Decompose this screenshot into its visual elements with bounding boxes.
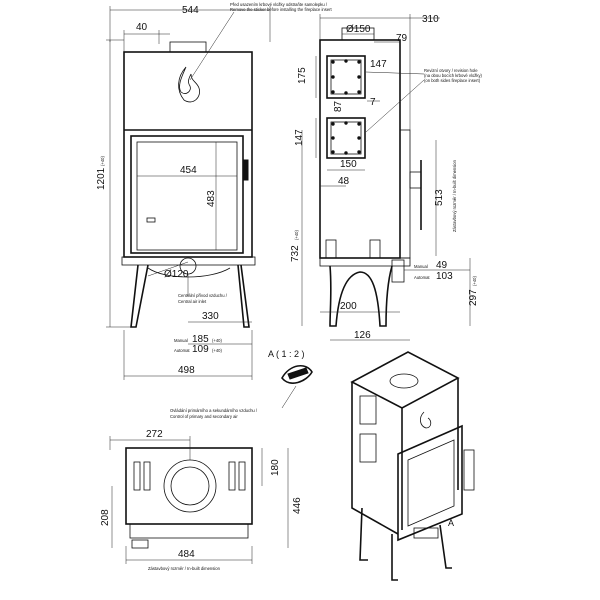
note-sticker-cz: Před usazením krbové vložky odstraňte sa… — [230, 2, 328, 7]
dim-1201: 1201 — [96, 167, 107, 190]
dim-109-tol: (+40) — [212, 348, 222, 353]
dim-103: 103 — [436, 271, 453, 282]
dim-87: 87 — [333, 100, 344, 112]
dim-484: 484 — [178, 549, 195, 560]
dim-185: 185 — [192, 334, 209, 345]
dim-126: 126 — [354, 330, 371, 341]
label-auto: Automat — [174, 348, 190, 353]
dim-208: 208 — [100, 509, 111, 526]
dim-446: 446 — [292, 497, 303, 514]
front-view — [121, 41, 256, 328]
top-view — [125, 447, 253, 549]
side-label-auto: Automat — [414, 275, 430, 280]
dim-544: 544 — [182, 5, 199, 16]
dim-513: 513 — [434, 189, 445, 206]
note-insert-side: Zástavbový rozměr / In-built dimension — [452, 159, 457, 232]
side-dimensions: 310 Ø150 79 175 147 87 7 147 150 48 Revi… — [290, 14, 483, 341]
dim-297-tol: (+40) — [472, 276, 477, 286]
dim-180: 180 — [270, 459, 281, 476]
front-dimensions: 544 40 1201 (+40) 454 483 Ø120 Centrální… — [96, 2, 333, 380]
dim-175: 175 — [297, 67, 308, 84]
dim-297: 297 — [468, 289, 479, 306]
note-control-en: Control of primary and secondary air — [170, 414, 238, 419]
note-revision-2: (na obou bocích krbové vložky) — [424, 73, 483, 78]
dim-454: 454 — [180, 165, 197, 176]
dim-185-tol: (+40) — [212, 338, 222, 343]
isometric-view: A — [350, 351, 475, 581]
dim-272: 272 — [146, 429, 163, 440]
side-view — [319, 27, 422, 327]
dim-147-low: 147 — [294, 129, 305, 146]
note-inlet-cz: Centrální přívod vzduchu / — [178, 293, 228, 298]
dim-7: 7 — [370, 97, 376, 108]
dim-air-inlet-dia: Ø120 — [164, 269, 189, 280]
dim-498: 498 — [178, 365, 195, 376]
air-control-lever-icon — [287, 367, 309, 380]
dim-49: 49 — [436, 260, 448, 271]
dim-147-top: 147 — [370, 59, 387, 70]
note-revision-1: Revizní otvory / revision hole — [424, 68, 478, 73]
note-revision-3: (on both sides fireplace insert) — [424, 78, 481, 83]
dim-150: 150 — [340, 159, 357, 170]
dim-483: 483 — [206, 190, 217, 207]
dim-109: 109 — [192, 344, 209, 355]
dim-1201-tol: (+40) — [100, 156, 105, 166]
side-label-manual: Manual — [414, 264, 428, 269]
dim-732-tol: (+40) — [294, 230, 299, 240]
top-dimensions: 272 180 446 208 484 Zástavbový rozměr / … — [100, 429, 303, 571]
label-manual: Manual — [174, 338, 188, 343]
detail-a: A ( 1 : 2 ) Ovládání primárního a sekund… — [170, 349, 313, 419]
note-control-cz: Ovládání primárního a sekundárního vzduc… — [170, 408, 258, 413]
dim-732: 732 — [290, 245, 301, 262]
dim-200: 200 — [340, 301, 357, 312]
note-sticker-en: Remove the sticker before installing the… — [230, 7, 333, 12]
dim-79: 79 — [396, 33, 408, 44]
flame-icon — [178, 66, 200, 103]
note-insert-bottom: Zástavbový rozměr / In-built dimension — [148, 566, 221, 571]
dim-40: 40 — [136, 22, 148, 33]
dim-48: 48 — [338, 176, 350, 187]
dim-flue-dia: Ø150 — [346, 24, 371, 35]
dim-310: 310 — [422, 14, 439, 25]
detail-a-title: A ( 1 : 2 ) — [268, 349, 305, 359]
detail-marker-a: A — [448, 518, 454, 528]
dim-330: 330 — [202, 311, 219, 322]
note-inlet-en: Central air inlet — [178, 299, 207, 304]
